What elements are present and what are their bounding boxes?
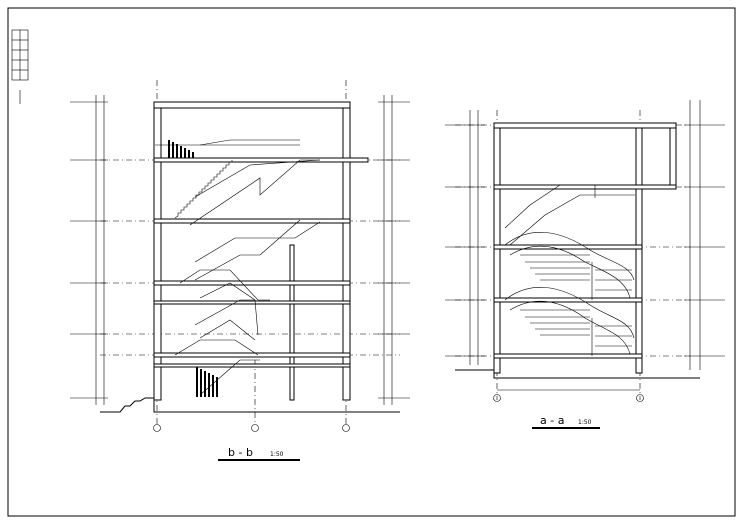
section-a-a: a - a 1:50 <box>445 100 725 429</box>
axis-bubble <box>251 424 259 432</box>
right-dimension-chain <box>378 95 410 405</box>
section-b-title: b - b <box>228 446 253 459</box>
section-b-b: b - b 1:50 <box>70 80 410 461</box>
floor-level-lines <box>455 124 690 357</box>
roof-slab <box>153 101 351 109</box>
stair-flights <box>504 184 635 356</box>
ground-line <box>100 397 400 413</box>
left-dimension-chain <box>445 110 485 365</box>
stair-hatch <box>168 140 218 397</box>
right-dimension-chain <box>684 100 725 370</box>
left-dimension-chain <box>70 95 108 405</box>
ground-line <box>455 369 700 379</box>
stair-treads <box>520 254 632 347</box>
stair-flights <box>155 139 321 396</box>
axis-bubble <box>342 424 350 432</box>
section-a-title: a - a <box>540 414 564 427</box>
section-a-scale: 1:50 <box>578 419 592 426</box>
title-block <box>11 29 29 104</box>
floor-level-lines <box>100 159 400 356</box>
axis-bubble <box>636 394 644 402</box>
axis-bubble <box>493 394 501 402</box>
roof-slab <box>493 122 677 129</box>
section-b-scale: 1:50 <box>270 451 284 458</box>
sheet-border <box>7 7 736 517</box>
axis-bubble <box>153 424 161 432</box>
